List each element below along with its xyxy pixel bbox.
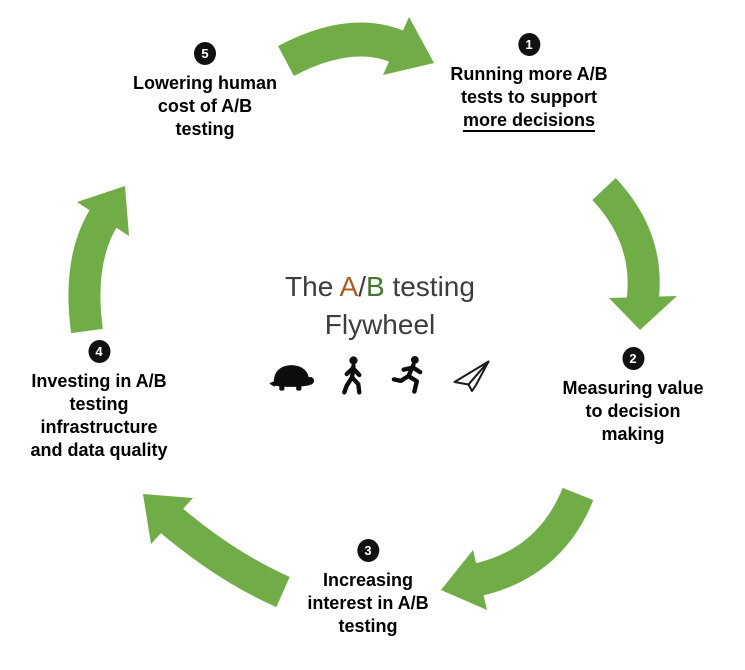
title-b: B — [365, 271, 385, 302]
turtle-icon — [269, 364, 315, 391]
step-3-line: interest in A/B — [307, 593, 429, 613]
arrow-step1-to-step2 — [592, 178, 677, 330]
step-3-line: Increasing — [322, 570, 414, 590]
step-1-badge: 1 — [517, 33, 540, 56]
step-2-badge: 2 — [621, 347, 644, 370]
step-1-line: Running more A/B — [450, 64, 608, 84]
step-4-badge: 4 — [88, 340, 110, 363]
walking-person-icon — [342, 356, 362, 395]
speed-icons-row — [269, 356, 492, 395]
arrow-step4-to-step5 — [68, 186, 129, 334]
step-4-line: and data quality — [30, 440, 168, 460]
step-5: 5 Lowering human cost of A/B testing — [133, 42, 277, 141]
step-4-line: Investing in A/B — [31, 371, 167, 391]
arrow-step5-to-step1 — [278, 17, 434, 77]
running-person-icon — [391, 356, 423, 394]
step-1-underlined-line: more decisions — [462, 110, 596, 130]
step-4-line: testing — [69, 394, 129, 414]
diagram-title-line2: Flywheel — [324, 309, 436, 340]
step-2: 2 Measuring value to decision making — [562, 347, 704, 446]
arrow-step2-to-step3 — [441, 487, 594, 610]
diagram-title: The A/B testing — [269, 268, 492, 306]
center-block: The A/B testing Flywheel — [269, 268, 492, 395]
step-5-line: Lowering human — [133, 73, 277, 93]
title-pre: The — [285, 271, 340, 302]
step-3: 3 Increasing interest in A/B testing — [307, 539, 429, 638]
step-4-line: infrastructure — [40, 417, 158, 437]
title-a: A — [339, 271, 359, 302]
title-post: testing — [384, 271, 475, 302]
step-5-line: cost of A/B — [157, 96, 253, 116]
step-3-line: testing — [338, 616, 398, 636]
title-slash: / — [358, 271, 366, 302]
arrow-step3-to-step4 — [143, 494, 290, 608]
step-1-line: tests to support — [460, 87, 598, 107]
step-5-badge: 5 — [194, 42, 216, 65]
step-3-badge: 3 — [356, 539, 379, 562]
step-4: 4 Investing in A/B testing infrastructur… — [30, 340, 168, 462]
step-2-line: Measuring value — [562, 378, 704, 398]
step-2-line: making — [601, 424, 665, 444]
paper-plane-icon — [453, 360, 490, 392]
step-1: 1 Running more A/B tests to support more… — [450, 33, 608, 132]
step-2-line: to decision — [585, 401, 681, 421]
step-5-line: testing — [175, 119, 235, 139]
